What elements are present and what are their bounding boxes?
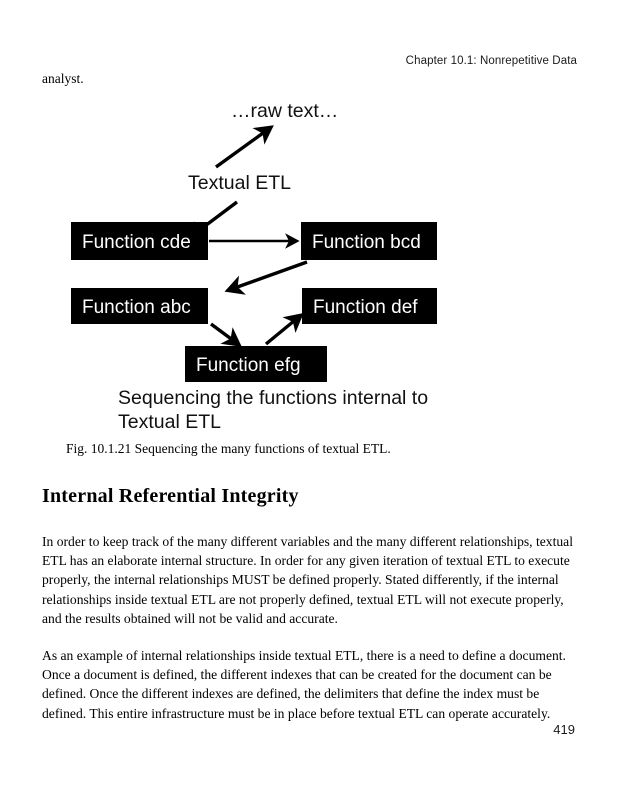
figure-box-label-function-cde: Function cde xyxy=(82,232,191,253)
figure-node-raw-text: …raw text… xyxy=(231,100,338,122)
body-paragraph-1: In order to keep track of the many diffe… xyxy=(42,533,573,627)
figure-box-function-efg xyxy=(185,346,327,382)
figure-box-label-function-efg: Function efg xyxy=(196,355,301,376)
figure-box-label-function-def: Function def xyxy=(313,297,418,318)
figure-embedded-caption-line2: Textual ETL xyxy=(118,411,221,432)
figure-box-function-def xyxy=(302,288,437,324)
figure-box-label-function-bcd: Function bcd xyxy=(312,232,421,253)
figure-sequencing-functions: …raw text… Textual ETL Function cde Func… xyxy=(0,92,617,432)
section-heading: Internal Referential Integrity xyxy=(42,484,299,507)
arrow-function-bcd-to-function-abc xyxy=(224,260,308,295)
figure-caption: Fig. 10.1.21 Sequencing the many functio… xyxy=(66,441,391,456)
figure-box-function-abc xyxy=(71,288,208,324)
body-paragraph-2: As an example of internal relationships … xyxy=(42,647,566,721)
figure-node-textual-etl: Textual ETL xyxy=(188,172,291,194)
figure-box-label-function-abc: Function abc xyxy=(82,297,191,318)
arrow-function-efg-to-function-def xyxy=(264,312,304,346)
figure-embedded-caption-line1: Sequencing the functions internal to xyxy=(118,387,428,409)
arrow-textual-etl-to-raw-text xyxy=(215,125,274,169)
figure-box-function-cde xyxy=(71,222,208,260)
running-head: Chapter 10.1: Nonrepetitive Data xyxy=(405,55,577,67)
arrow-function-abc-to-function-efg xyxy=(209,322,242,347)
page-number: 419 xyxy=(553,722,575,737)
figure-box-function-bcd xyxy=(301,222,437,260)
continued-body-line: analyst. xyxy=(42,71,84,86)
